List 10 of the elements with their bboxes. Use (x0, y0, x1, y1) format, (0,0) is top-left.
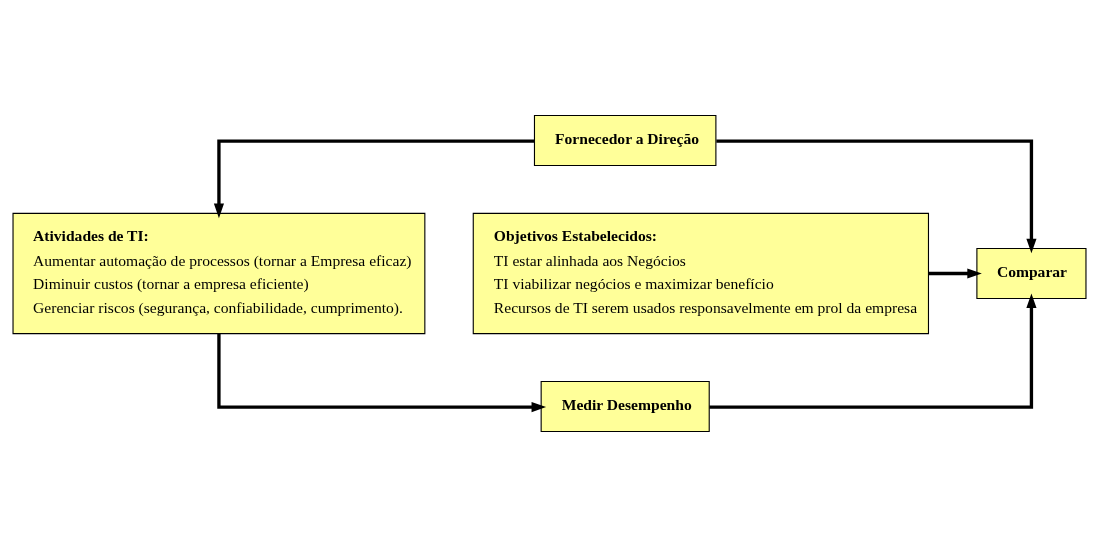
arrow (213, 138, 534, 218)
node-box: Fornecedor a Direção (533, 114, 717, 166)
node-box: Comparar (976, 247, 1087, 299)
arrow (928, 267, 982, 279)
arrow (217, 333, 547, 412)
node-box: Medir Desempenho (540, 380, 710, 432)
arrow (716, 138, 1037, 253)
node-box: Atividades de TI: Aumentar automação de processos (tornar a Empresa eficaz) Diminuir custos (tornar a empresa eficiente) Gerenciar riscos (segurança, confiabilidade, cumprimento). (12, 212, 426, 334)
arrow (709, 293, 1037, 409)
node-box: Objetivos Estabelecidos: TI estar alinhada aos Negócios TI viabilizar negócios e maximizar benefício Recursos de TI serem usados responsavelmente em prol da empresa (472, 212, 930, 334)
